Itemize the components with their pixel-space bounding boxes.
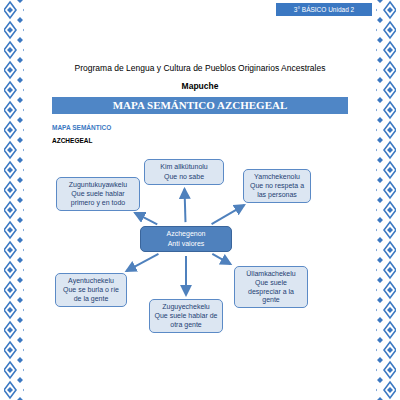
arrow-connector	[126, 254, 158, 271]
node-body: Que no sabe	[149, 173, 219, 181]
central-box: AzchegenonAnti valores	[140, 226, 232, 252]
node-body: Que suele despreciar a la gente	[239, 279, 303, 304]
label-text: 3° BÁSICO Unidad 2	[276, 4, 372, 15]
title-band-text: MAPA SEMÁNTICO AZCHEGEAL	[52, 98, 348, 113]
node-body: Que no respeta a las personas	[248, 182, 306, 199]
node-heading: Ayentuchekelu	[60, 277, 122, 285]
arrow-connector	[212, 205, 245, 224]
node-heading: Azchegenon	[145, 230, 227, 238]
concept-box: ÜllamkachekeluQue suele despreciar a la …	[234, 266, 308, 309]
arrow-connector	[184, 189, 187, 222]
arrow-connector	[185, 256, 187, 295]
node-heading: Zuguntukuyawkelu	[61, 181, 135, 189]
label-text: Mapuche	[30, 81, 370, 91]
node-heading: Yamchekenolu	[248, 173, 306, 181]
concept-box: YamchekenoluQue no respeta a las persona…	[243, 169, 311, 203]
node-heading: Zuguyechekelu	[154, 303, 218, 311]
node-heading: Üllamkachekelu	[239, 270, 303, 278]
node-body: Que suele hablar primero y en todo	[61, 190, 135, 207]
arrow-connector	[135, 213, 157, 224]
node-body: Que suele hablar de otra gente	[154, 312, 218, 329]
arrow-connector	[212, 254, 230, 264]
node-body: Anti valores	[145, 240, 227, 248]
label-text: MAPA SEMÁNTICO	[52, 124, 111, 131]
label-text: Programa de Lengua y Cultura de Pueblos …	[30, 63, 370, 73]
label-text: AZCHEGEAL	[52, 137, 92, 144]
concept-box: ZuguntukuyawkeluQue suele hablar primero…	[56, 177, 140, 211]
concept-box: Kim allkütunoluQue no sabe	[144, 159, 224, 185]
node-body: Que se burla o ríe de la gente	[60, 286, 122, 303]
node-heading: Kim allkütunolu	[149, 163, 219, 171]
concept-box: ZuguyechekeluQue suele hablar de otra ge…	[149, 299, 223, 333]
concept-box: AyentuchekeluQue se burla o ríe de la ge…	[55, 273, 127, 307]
